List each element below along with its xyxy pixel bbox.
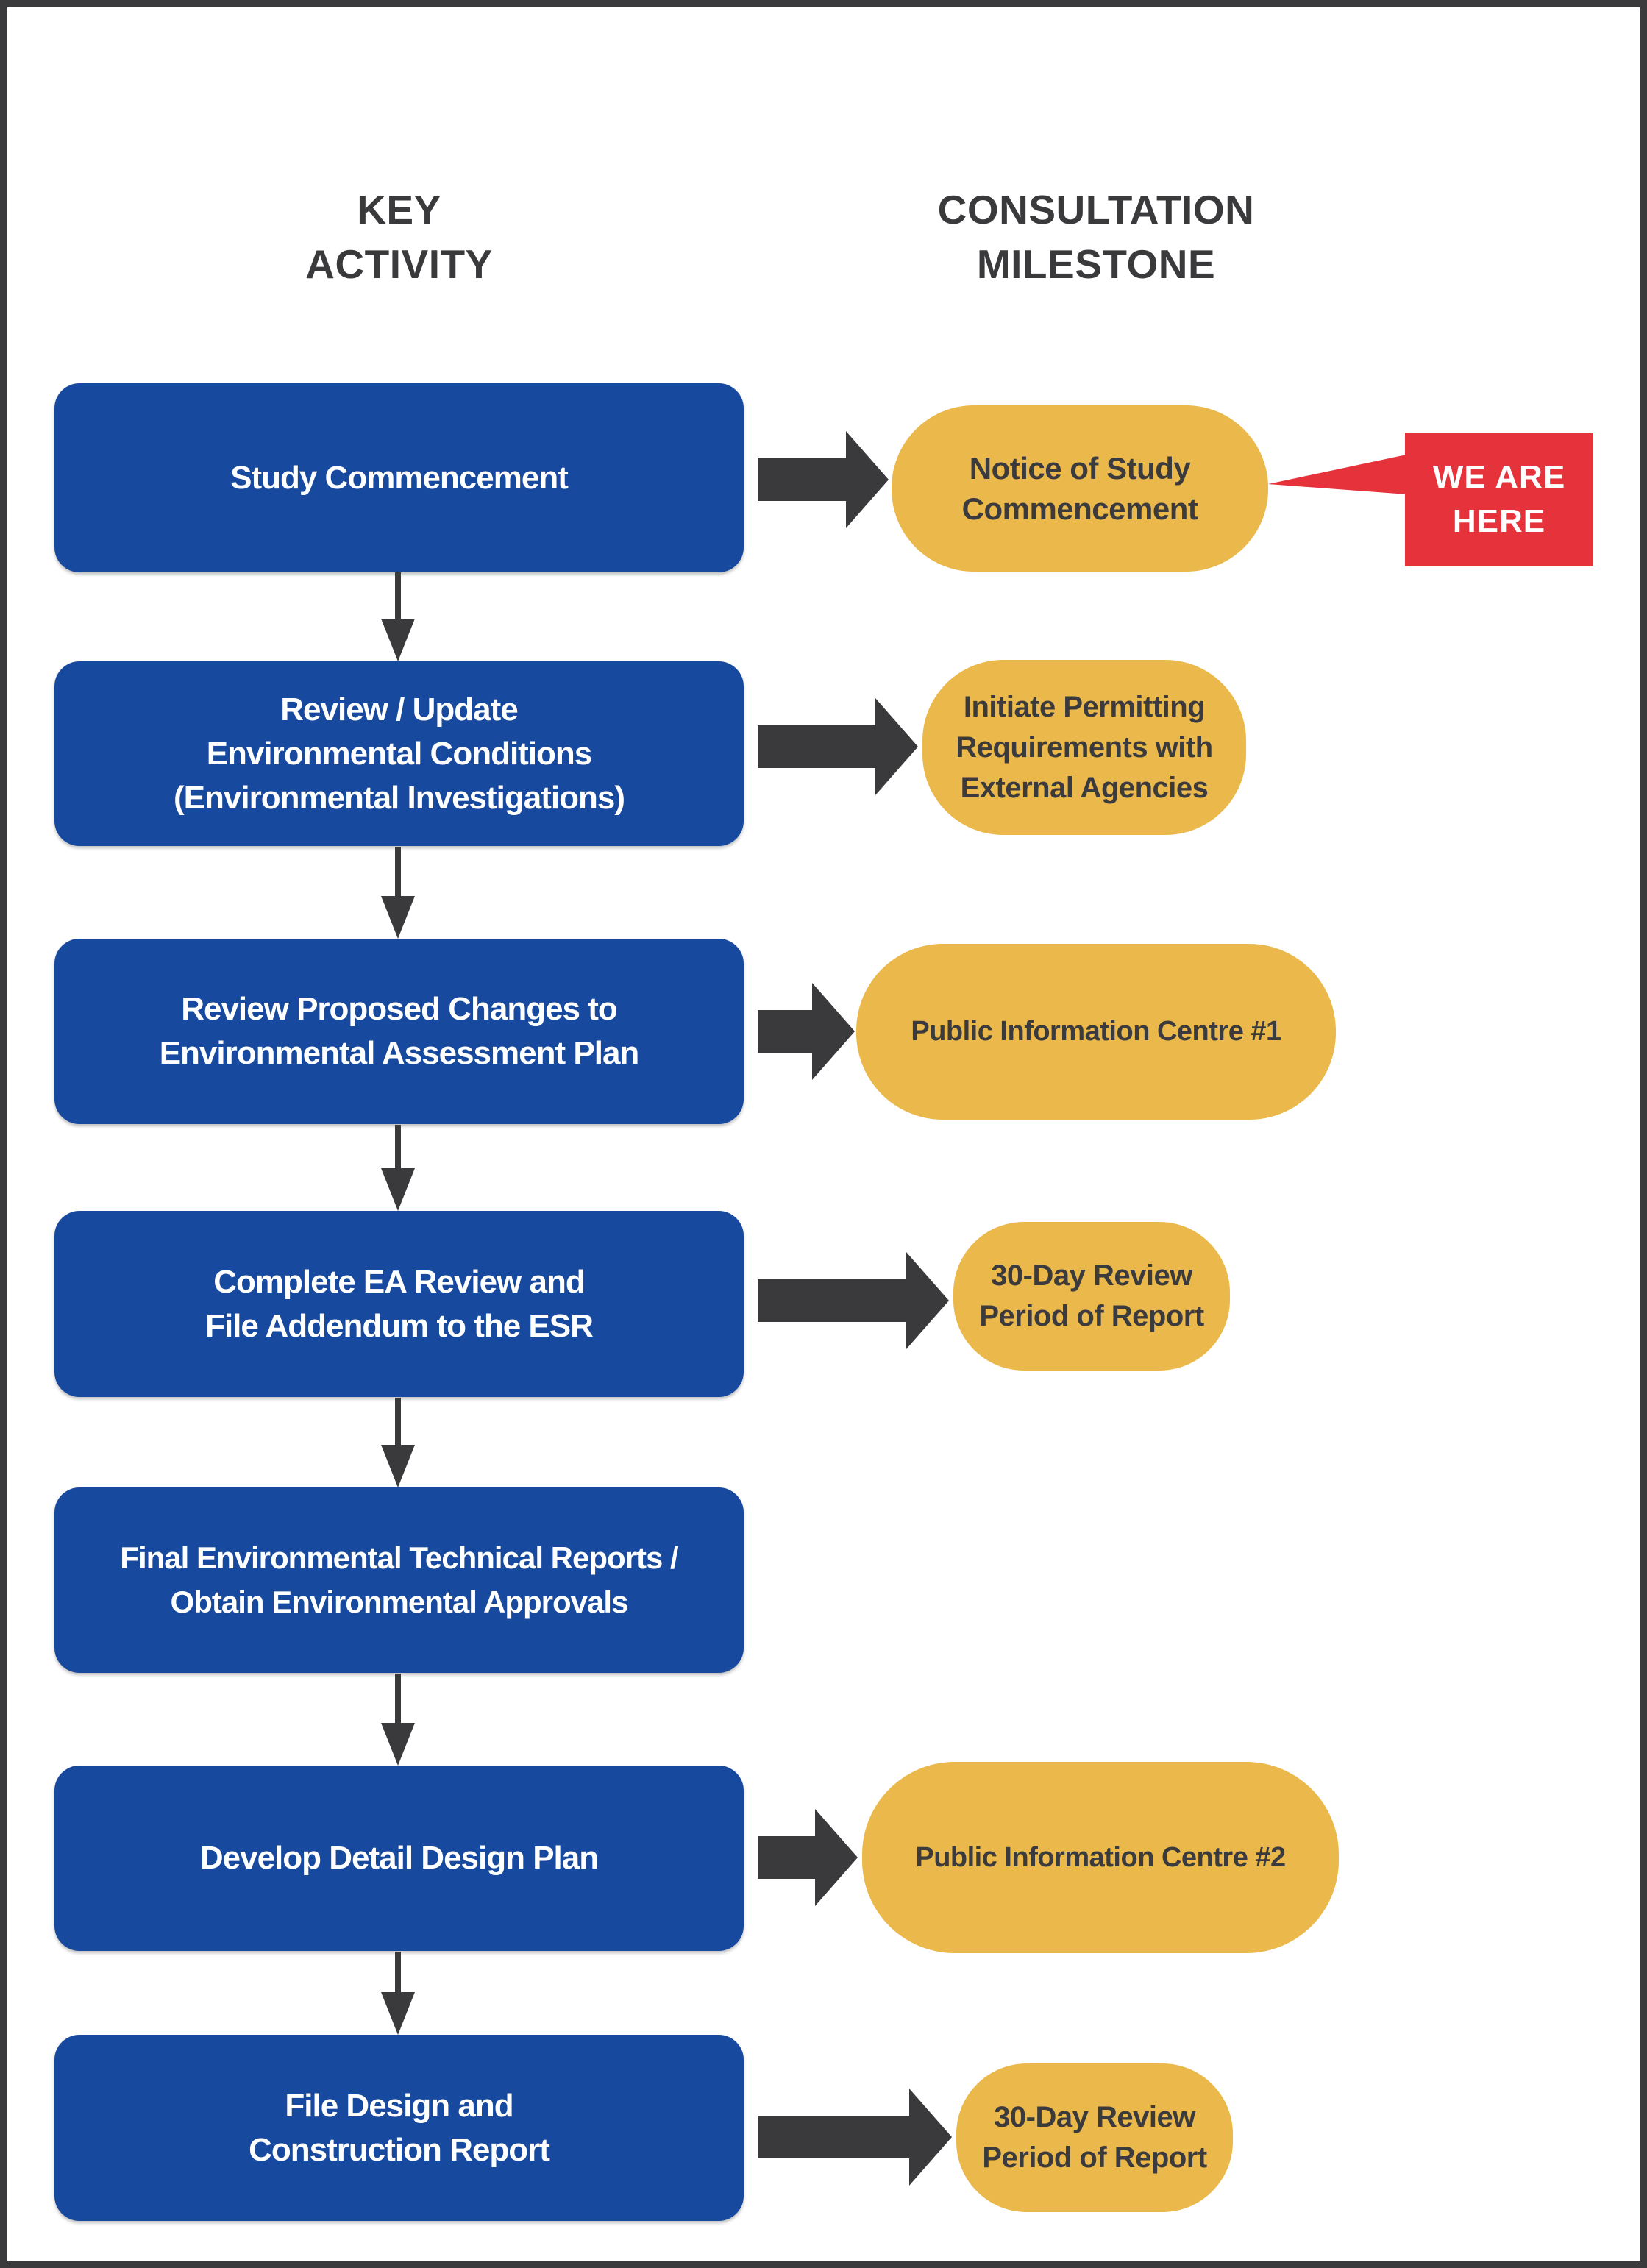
activity-box-develop-detail-design-plan: Develop Detail Design Plan bbox=[54, 1766, 744, 1951]
milestone-arrow-7 bbox=[758, 2089, 952, 2186]
milestone-pill-public-information-centre-1: Public Information Centre #1 bbox=[856, 944, 1336, 1120]
callout-pointer-icon bbox=[1268, 455, 1406, 494]
right-arrow-head-icon bbox=[875, 698, 918, 795]
milestone-arrow-2 bbox=[758, 698, 918, 795]
column-header-key-activity: KEY ACTIVITY bbox=[305, 187, 493, 287]
down-arrow-head-icon bbox=[381, 1723, 415, 1766]
down-arrow-shaft bbox=[395, 847, 401, 899]
we-are-here-callout: WE ARE HERE bbox=[1405, 433, 1593, 566]
activity-box-complete-ea-review: Complete EA Review and File Addendum to … bbox=[54, 1211, 744, 1397]
down-arrow-shaft bbox=[395, 1125, 401, 1171]
milestone-arrow-4 bbox=[758, 1252, 949, 1349]
activity-box-file-design-construction-report: File Design and Construction Report bbox=[54, 2035, 744, 2221]
activity-box-study-commencement: Study Commencement bbox=[54, 383, 744, 572]
down-arrow-head-icon bbox=[381, 1168, 415, 1211]
milestone-pill-30-day-review-2: 30-Day Review Period of Report bbox=[956, 2063, 1233, 2212]
down-arrow-head-icon bbox=[381, 1445, 415, 1487]
right-arrow-shaft bbox=[758, 2116, 911, 2158]
milestone-pill-30-day-review-1: 30-Day Review Period of Report bbox=[953, 1222, 1230, 1371]
activity-box-final-environmental-technical-reports: Final Environmental Technical Reports / … bbox=[54, 1487, 744, 1673]
milestone-arrow-1 bbox=[758, 431, 889, 528]
right-arrow-shaft bbox=[758, 1010, 814, 1053]
down-arrow-6 bbox=[381, 1952, 415, 2035]
milestone-pill-notice-of-study-commencement: Notice of Study Commencement bbox=[892, 405, 1268, 572]
right-arrow-head-icon bbox=[812, 983, 855, 1080]
down-arrow-5 bbox=[381, 1674, 415, 1766]
milestone-pill-public-information-centre-2: Public Information Centre #2 bbox=[862, 1762, 1339, 1953]
right-arrow-shaft bbox=[758, 1836, 817, 1879]
down-arrow-3 bbox=[381, 1125, 415, 1211]
down-arrow-shaft bbox=[395, 1952, 401, 1995]
right-arrow-head-icon bbox=[909, 2089, 952, 2186]
right-arrow-head-icon bbox=[815, 1809, 858, 1906]
down-arrow-shaft bbox=[395, 572, 401, 622]
activity-box-review-update-environmental-conditions: Review / Update Environmental Conditions… bbox=[54, 661, 744, 846]
milestone-arrow-6 bbox=[758, 1809, 858, 1906]
down-arrow-2 bbox=[381, 847, 415, 939]
down-arrow-1 bbox=[381, 572, 415, 661]
down-arrow-4 bbox=[381, 1398, 415, 1487]
column-header-consultation-milestone: CONSULTATION MILESTONE bbox=[937, 187, 1255, 287]
down-arrow-head-icon bbox=[381, 1992, 415, 2035]
right-arrow-head-icon bbox=[846, 431, 889, 528]
down-arrow-shaft bbox=[395, 1398, 401, 1448]
right-arrow-head-icon bbox=[906, 1252, 949, 1349]
right-arrow-shaft bbox=[758, 1279, 908, 1322]
right-arrow-shaft bbox=[758, 458, 847, 501]
milestone-pill-initiate-permitting-requirements: Initiate Permitting Requirements with Ex… bbox=[922, 660, 1246, 835]
right-arrow-shaft bbox=[758, 725, 877, 768]
milestone-arrow-3 bbox=[758, 983, 855, 1080]
activity-box-review-proposed-changes: Review Proposed Changes to Environmental… bbox=[54, 939, 744, 1124]
down-arrow-shaft bbox=[395, 1674, 401, 1726]
down-arrow-head-icon bbox=[381, 896, 415, 939]
down-arrow-head-icon bbox=[381, 619, 415, 661]
